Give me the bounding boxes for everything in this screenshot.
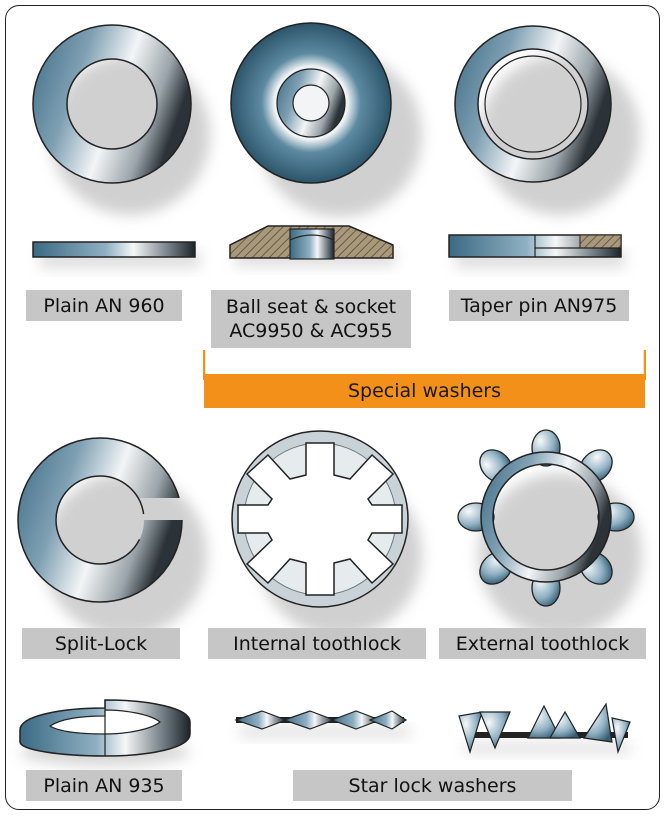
label-split-lock: Split-Lock bbox=[22, 628, 180, 659]
label-star-lock: Star lock washers bbox=[293, 770, 572, 801]
plain-an935-washer bbox=[19, 699, 191, 766]
label-star-lock-text: Star lock washers bbox=[348, 774, 517, 797]
external-toothlock-washer bbox=[457, 429, 642, 637]
label-plain-an935: Plain AN 935 bbox=[26, 770, 182, 801]
ball-seat-washer bbox=[230, 22, 422, 217]
label-split-lock-text: Split-Lock bbox=[54, 632, 148, 655]
label-external-toothlock: External toothlock bbox=[439, 628, 646, 659]
label-external-toothlock-text: External toothlock bbox=[455, 632, 630, 655]
internal-toothlock-washer bbox=[231, 430, 422, 637]
label-ball-seat-line2: AC9950 & AC955 bbox=[229, 320, 393, 342]
taper-pin-washer bbox=[454, 25, 640, 215]
label-internal-toothlock-text: Internal toothlock bbox=[233, 632, 401, 655]
label-plain-an960-text: Plain AN 960 bbox=[43, 294, 165, 317]
diagram-frame bbox=[5, 5, 660, 810]
star-lock-wavy-washer bbox=[458, 702, 631, 755]
split-lock-washer bbox=[17, 437, 207, 637]
label-ball-seat-line1: Ball seat & socket bbox=[225, 296, 397, 318]
label-plain-an935-text: Plain AN 935 bbox=[43, 774, 165, 797]
label-internal-toothlock: Internal toothlock bbox=[208, 628, 426, 659]
taper-pin-side-view bbox=[448, 234, 625, 268]
ball-seat-side-view bbox=[229, 225, 395, 266]
label-plain-an960: Plain AN 960 bbox=[26, 290, 182, 321]
plain-an960-washer bbox=[32, 24, 210, 215]
special-washers-banner: Special washers bbox=[204, 374, 645, 408]
label-taper-pin: Taper pin AN975 bbox=[449, 290, 629, 321]
special-washers-group: Special washers bbox=[203, 350, 646, 408]
plain-an960-side-view bbox=[32, 241, 200, 268]
label-ball-seat: Ball seat & socket AC9950 & AC955 bbox=[211, 290, 411, 348]
star-lock-flat-washer bbox=[234, 710, 410, 738]
label-taper-pin-text: Taper pin AN975 bbox=[460, 294, 618, 317]
